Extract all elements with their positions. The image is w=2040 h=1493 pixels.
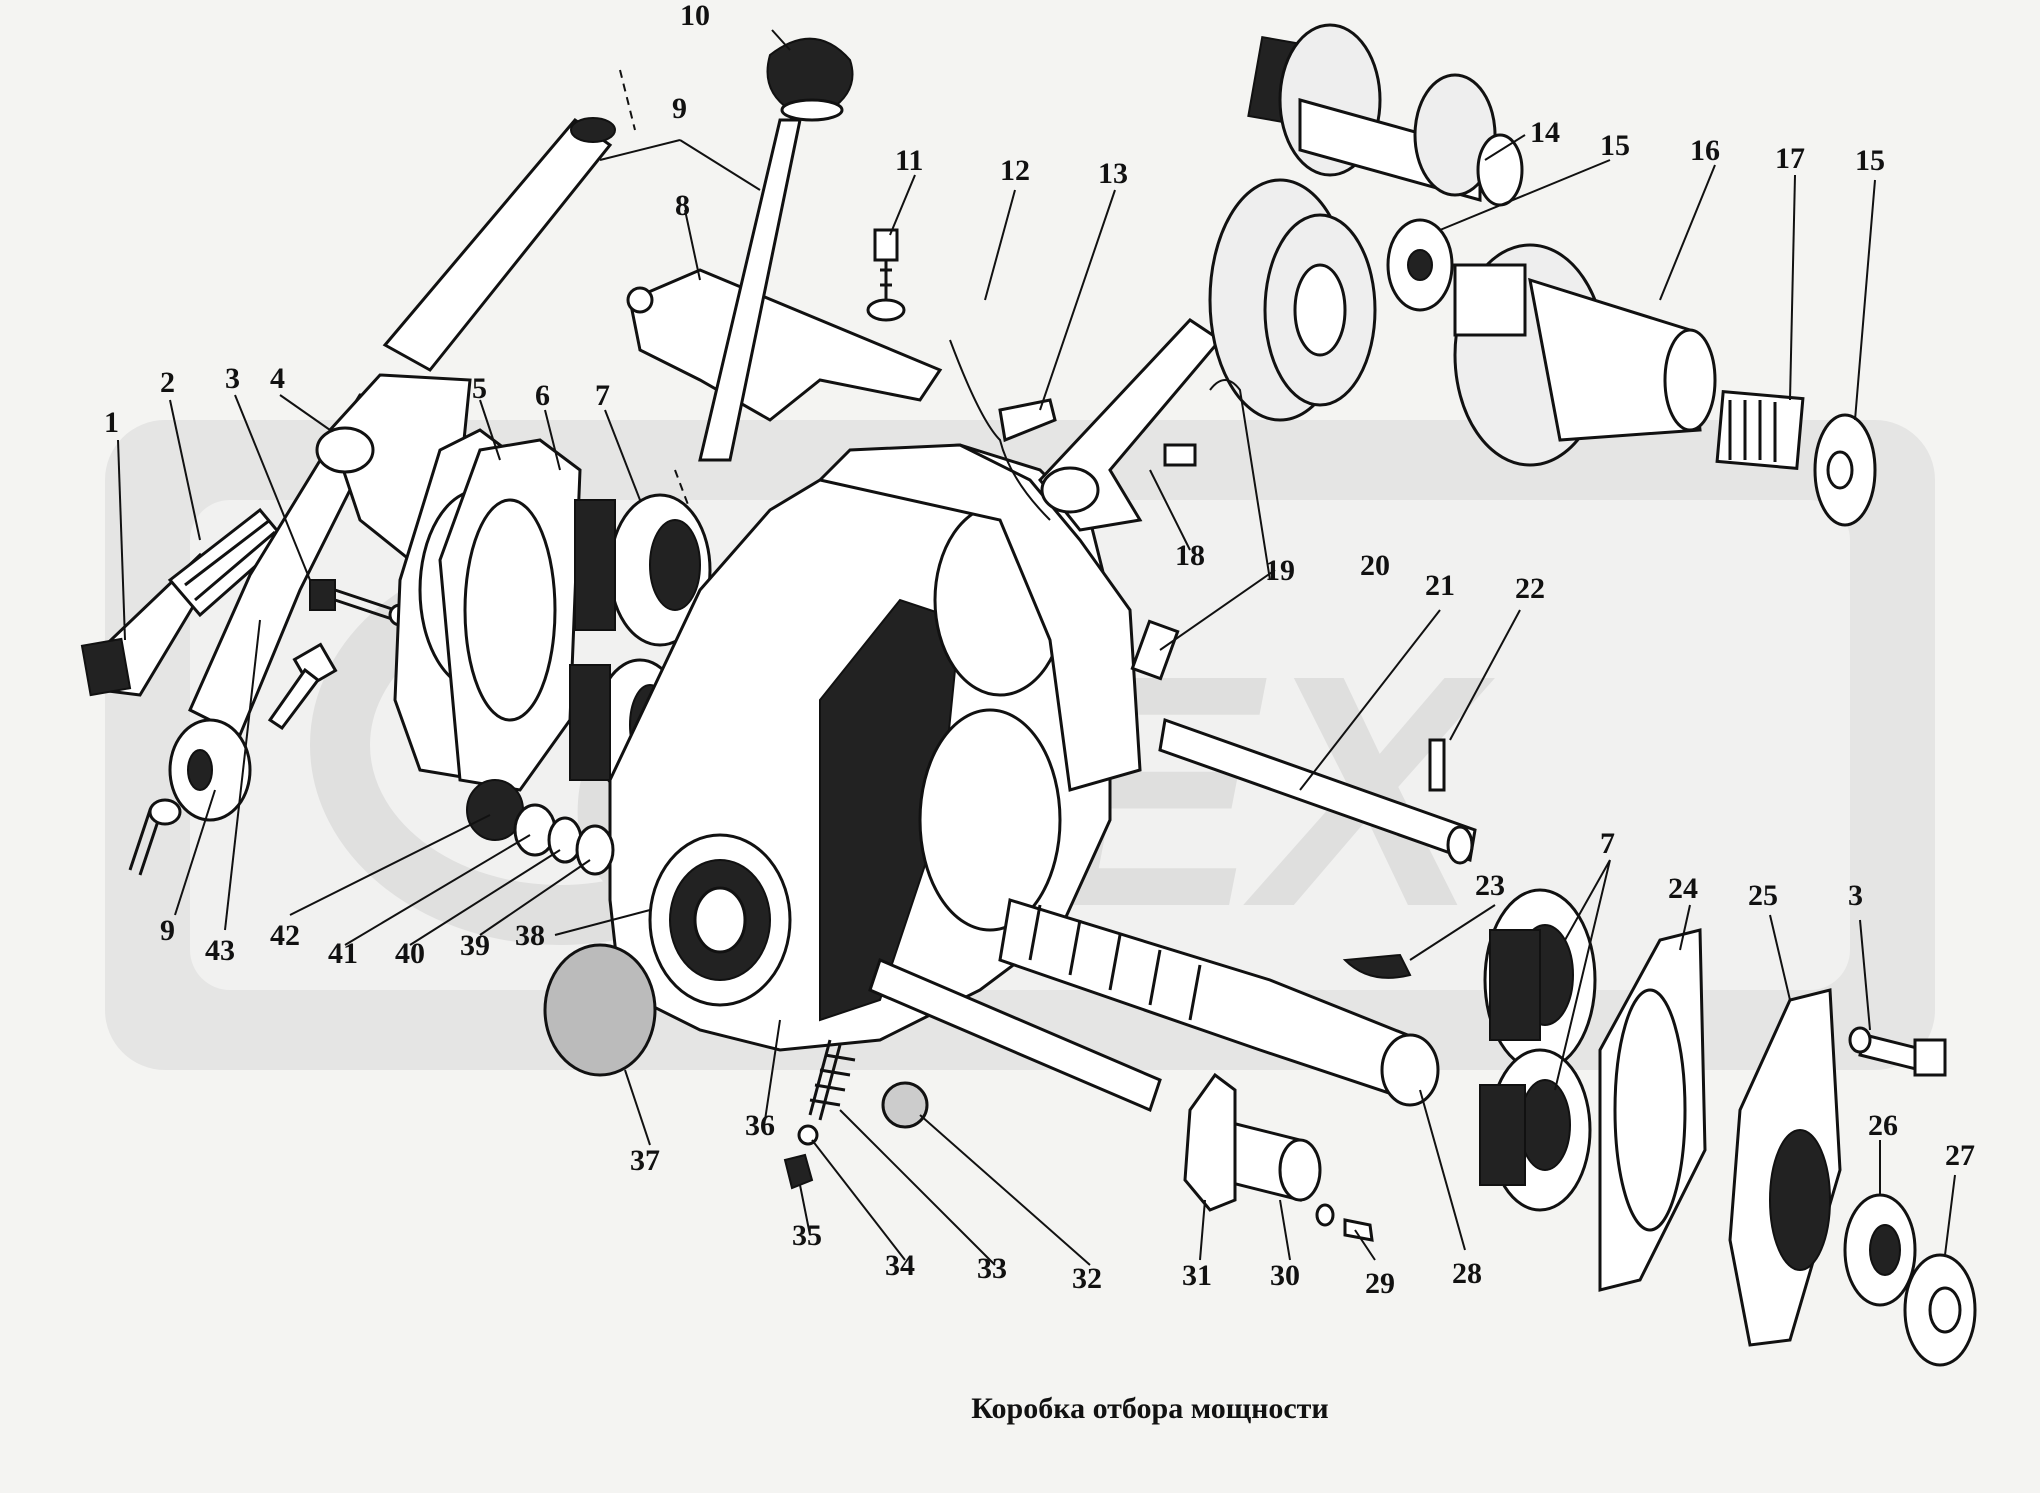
callout-7: 7 <box>595 379 610 412</box>
callout-20: 20 <box>1360 549 1390 582</box>
callout-12: 12 <box>1000 154 1030 187</box>
callout-labels: 1 2 3 4 5 6 7 8 9 10 11 12 13 14 15 16 1… <box>104 0 1975 1300</box>
part-spline-shaft-28 <box>998 898 1440 1107</box>
callout-37: 37 <box>630 1144 660 1177</box>
callout-5: 5 <box>472 372 487 405</box>
callout-29: 29 <box>1365 1267 1395 1300</box>
callout-2: 2 <box>160 366 175 399</box>
callout-38: 38 <box>515 919 545 952</box>
part-cotter-pin <box>128 798 182 876</box>
callout-26: 26 <box>1868 1109 1898 1142</box>
part-cap-30 <box>1218 1118 1322 1202</box>
part-gasket-24 <box>1598 928 1707 1292</box>
part-seal-38 <box>648 833 792 1007</box>
callout-36: 36 <box>745 1109 775 1142</box>
part-spring-sleeve-2 <box>167 507 288 618</box>
part-key-23 <box>1342 953 1412 979</box>
callout-4: 4 <box>270 362 285 395</box>
callout-3: 3 <box>225 362 240 395</box>
part-spring-33 <box>808 1039 856 1121</box>
callout-33: 33 <box>977 1252 1007 1285</box>
part-knob-10 <box>766 37 854 122</box>
callout-17: 17 <box>1775 142 1805 175</box>
callout-7-right: 7 <box>1600 827 1615 860</box>
callout-8: 8 <box>675 189 690 222</box>
callout-24: 24 <box>1668 872 1698 905</box>
part-shift-rod-9 <box>698 118 802 462</box>
callout-11: 11 <box>895 144 923 177</box>
part-bolt-3-right <box>1848 1026 1947 1077</box>
part-cover-25 <box>1728 988 1842 1347</box>
part-shaft-36 <box>868 957 1162 1113</box>
part-screw-29 <box>1315 1203 1374 1242</box>
part-washer-15-right <box>1813 413 1877 527</box>
callout-13: 13 <box>1098 157 1128 190</box>
part-flange-31 <box>1183 1072 1237 1212</box>
part-gear-shaft-14 <box>1247 23 1524 207</box>
part-pin-13 <box>998 398 1057 443</box>
callout-10: 10 <box>680 0 710 32</box>
callout-35: 35 <box>792 1219 822 1252</box>
callout-31: 31 <box>1182 1259 1212 1292</box>
callout-3-right: 3 <box>1848 879 1863 912</box>
callout-15-b: 15 <box>1855 144 1885 177</box>
part-bolt-small <box>267 642 338 731</box>
callout-25: 25 <box>1748 879 1778 912</box>
callout-15-a: 15 <box>1600 129 1630 162</box>
callout-9-left: 9 <box>160 914 175 947</box>
callout-23: 23 <box>1475 869 1505 902</box>
callout-30: 30 <box>1270 1259 1300 1292</box>
callout-16: 16 <box>1690 134 1720 167</box>
callout-42: 42 <box>270 919 300 952</box>
callout-39: 39 <box>460 929 490 962</box>
part-shift-bracket-8 <box>626 268 943 422</box>
callout-40: 40 <box>395 937 425 970</box>
leader-lines <box>117 29 1956 1266</box>
part-set-screw-22 <box>1428 738 1446 792</box>
callout-1: 1 <box>104 406 119 439</box>
callout-43: 43 <box>205 934 235 967</box>
part-pin-19 <box>1130 619 1180 681</box>
callout-21: 21 <box>1425 569 1455 602</box>
part-shaft-21 <box>1158 717 1477 865</box>
diagram-caption: Коробка отбора мощности <box>971 1392 1328 1425</box>
callout-41: 41 <box>328 937 358 970</box>
part-needle-bearing-17 <box>1715 390 1805 470</box>
callout-32: 32 <box>1072 1262 1102 1295</box>
part-bearing-7-upper <box>574 493 712 647</box>
part-gear-20 <box>1208 178 1377 422</box>
part-gasket-6 <box>438 438 582 792</box>
callout-18: 18 <box>1175 539 1205 572</box>
part-washer-15-upper <box>1386 218 1454 312</box>
part-rod-9 <box>382 117 616 372</box>
part-bolt-11 <box>866 228 906 322</box>
callout-34: 34 <box>885 1249 915 1282</box>
callout-9-top: 9 <box>672 92 687 125</box>
part-bearing-7-right-lower <box>1479 1048 1592 1212</box>
callout-22: 22 <box>1515 572 1545 605</box>
part-bearing-26 <box>1843 1193 1917 1307</box>
part-gear-hub-16 <box>1453 243 1717 467</box>
callout-6: 6 <box>535 379 550 412</box>
callout-27: 27 <box>1945 1139 1975 1172</box>
callout-14: 14 <box>1530 116 1560 149</box>
part-nut-27 <box>1903 1253 1977 1367</box>
callout-19: 19 <box>1265 554 1295 587</box>
callout-28: 28 <box>1452 1257 1482 1290</box>
part-plug-35 <box>783 1153 814 1190</box>
part-ball-34 <box>797 1124 819 1146</box>
part-wire-12 <box>949 339 1051 521</box>
part-plug-32 <box>881 1081 929 1129</box>
part-fork-18 <box>1038 318 1223 532</box>
part-plug-37 <box>543 943 657 1077</box>
